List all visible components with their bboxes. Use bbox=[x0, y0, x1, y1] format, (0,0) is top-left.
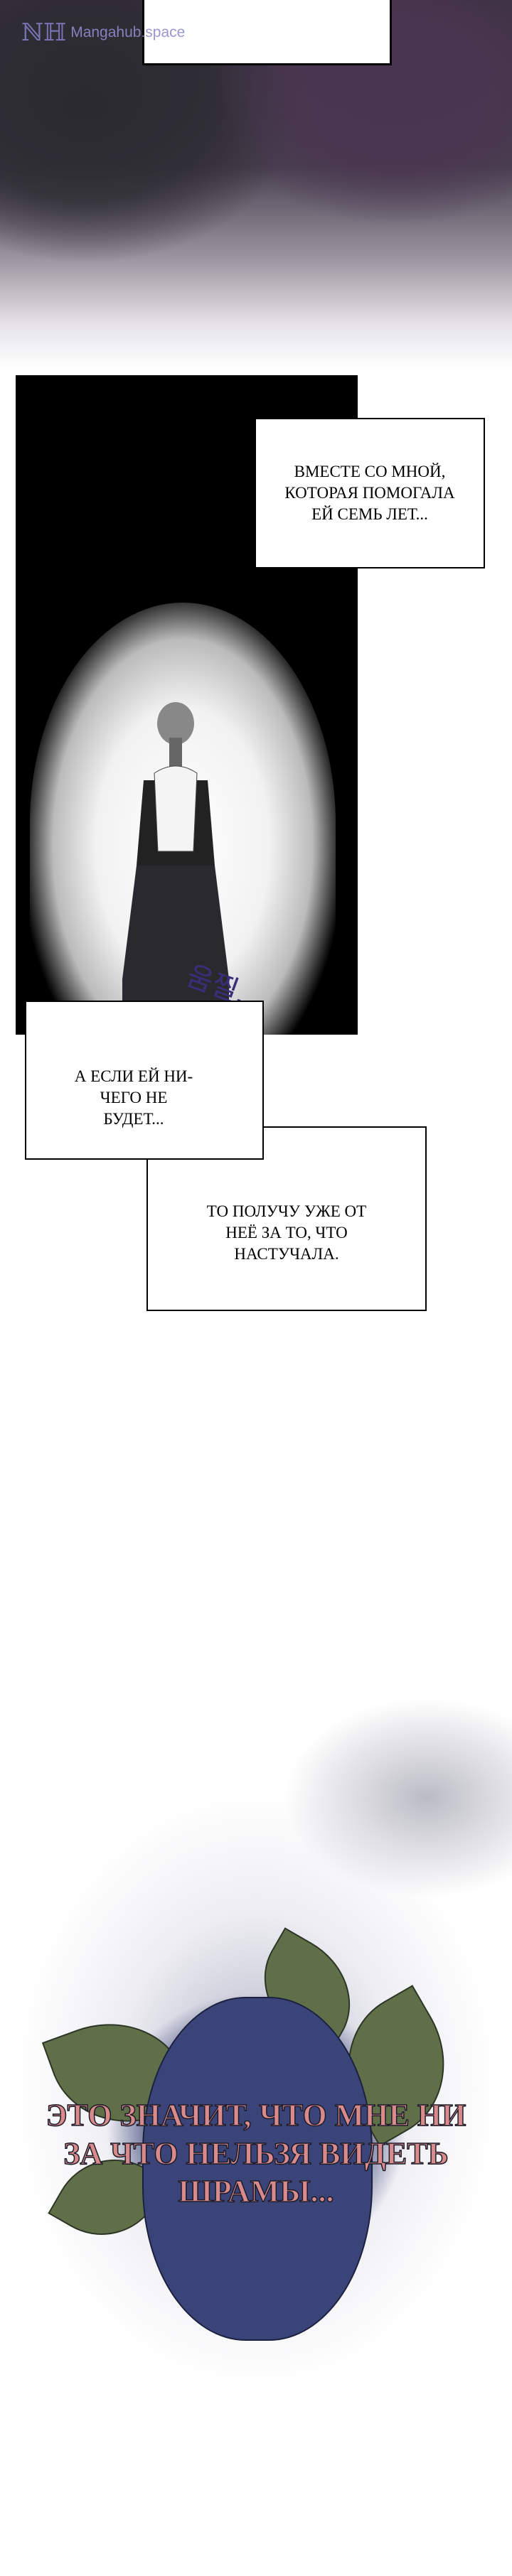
rose-caption: Это значит, что мне ни за что нельзя вид… bbox=[46, 2097, 466, 2209]
caption-text-1: Вместе со мной, которая помогала ей семь… bbox=[284, 463, 455, 523]
caption-box-1: Вместе со мной, которая помогала ей семь… bbox=[255, 418, 485, 568]
caption-text-2: А если ей ни-чего не будет... bbox=[74, 1067, 193, 1128]
caption-box-2: А если ей ни-чего не будет... bbox=[25, 1001, 264, 1160]
maid-figure bbox=[122, 702, 229, 1035]
maid-panel: 움찔... bbox=[16, 375, 358, 1035]
rose bbox=[142, 1997, 373, 2341]
watermark-text: Mangahub.space bbox=[70, 24, 186, 41]
watermark: ℕℍ Mangahub.space bbox=[21, 18, 185, 47]
caption-text-3: То получу уже от неё за то, что настучал… bbox=[206, 1202, 367, 1263]
caption-box-3: То получу уже от неё за то, что настучал… bbox=[146, 1126, 427, 1311]
top-caption-box-cropped bbox=[142, 0, 392, 65]
rose-illustration bbox=[0, 1691, 512, 2544]
watermark-logo-icon: ℕℍ bbox=[21, 18, 67, 47]
